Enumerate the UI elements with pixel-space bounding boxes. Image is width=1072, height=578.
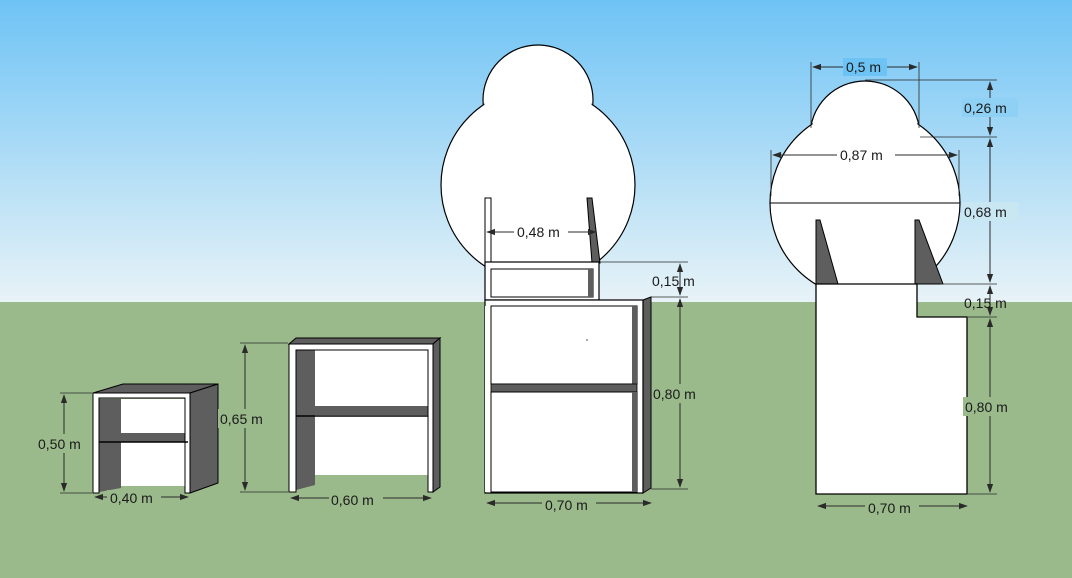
side-big-circle-height-label: 0,68 m	[964, 204, 1007, 220]
dimension-side-base-width: 0,70 m	[817, 499, 968, 517]
shelf-medium-height-label: 0,65 m	[220, 411, 263, 427]
shelf-tall-step-label: 0,15 m	[652, 273, 695, 289]
dimension-small-height: 0,50 m	[35, 392, 92, 494]
dimension-side-big-circle-width: 0,87 m	[770, 146, 960, 196]
shelf-medium-side	[432, 336, 441, 493]
shelf-small-side	[189, 383, 219, 494]
shelf-small-back-left	[99, 399, 121, 492]
shelf-medium-width-label: 0,60 m	[331, 492, 374, 508]
dimension-tall-top-width: 0,48 m	[486, 222, 597, 241]
shelf-medium-back-left	[296, 350, 315, 490]
dimension-tall-step: 0,15 m	[600, 261, 695, 298]
side-top-circle-width-label: 0,5 m	[846, 59, 881, 75]
dimension-side-step: 0,15 m	[964, 285, 1007, 318]
side-step-label: 0,15 m	[964, 295, 1007, 311]
shelf-tall-shelf-board	[490, 383, 638, 393]
shelf-tall-body-side	[642, 296, 652, 494]
dimension-medium-width: 0,60 m	[290, 491, 432, 509]
shelf-small-front-frame	[92, 392, 191, 494]
dimension-side-top-circle-height: 0,26 m	[865, 79, 1018, 138]
dimension-side-body-height: 0,80 m	[963, 318, 1019, 495]
shelf-small	[92, 383, 219, 494]
dimension-side-big-circle-height: 0,68 m	[940, 138, 1018, 285]
dimension-side-top-circle-width: 0,5 m	[810, 58, 920, 128]
side-body	[815, 283, 968, 495]
side-body-height-label: 0,80 m	[965, 399, 1008, 415]
dimension-tall-body-height: 0,80 m	[651, 298, 704, 490]
shelf-tall-top-width-label: 0,48 m	[517, 224, 560, 240]
shelf-tall-base-width-label: 0,70 m	[545, 497, 588, 513]
shelf-medium	[287, 336, 442, 493]
side-top-circle-height-label: 0,26 m	[964, 100, 1007, 116]
dimension-tall-base-width: 0,70 m	[486, 496, 652, 514]
side-big-circle-width-label: 0,87 m	[840, 147, 883, 163]
shelf-medium-front-frame	[288, 343, 434, 493]
shelf-medium-shelf-board	[296, 406, 428, 415]
shelf-tall-body-height-label: 0,80 m	[653, 386, 696, 402]
shelf-small-width-label: 0,40 m	[110, 490, 153, 506]
side-base-width-label: 0,70 m	[868, 500, 911, 516]
dimension-small-width: 0,40 m	[94, 490, 189, 508]
shelf-medium-top	[287, 337, 442, 345]
dimension-medium-height: 0,65 m	[218, 342, 288, 493]
shelf-small-height-label: 0,50 m	[38, 436, 81, 452]
shelf-small-shelf-board	[99, 433, 188, 442]
